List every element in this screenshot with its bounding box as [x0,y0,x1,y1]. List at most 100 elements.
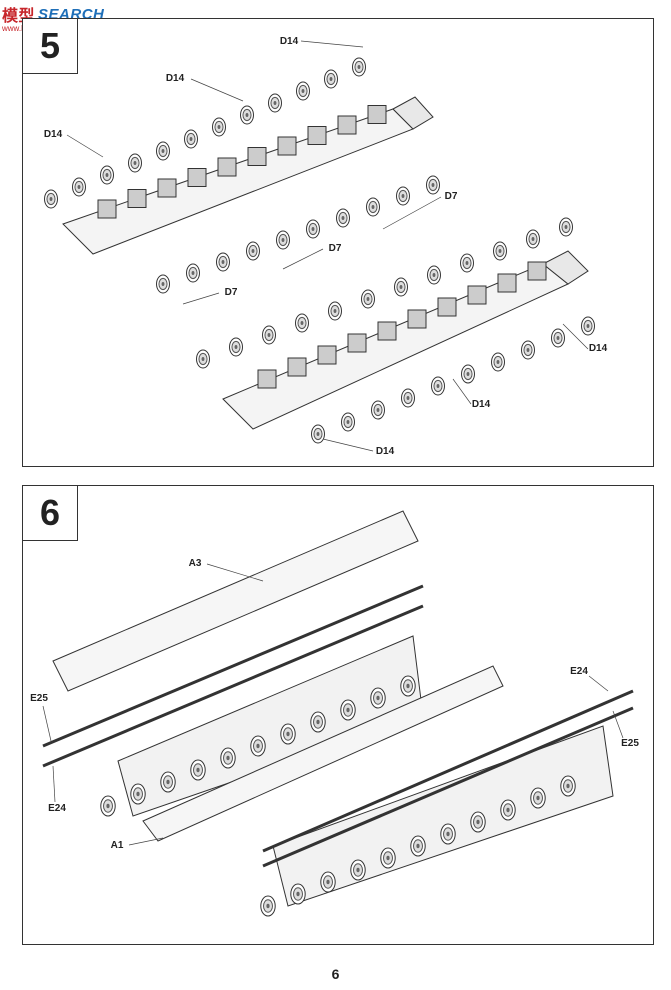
road-wheel [427,265,441,285]
suspension-bogie [287,357,307,377]
road-wheel [341,412,355,432]
label-d14-lower: D14 [472,399,491,410]
road-wheel [250,735,266,757]
road-wheel [280,723,296,745]
road-wheel [184,129,198,149]
road-wheel [361,289,375,309]
road-wheel [130,783,146,805]
suspension-bogie [337,115,357,135]
road-wheel [493,241,507,261]
road-wheel [371,400,385,420]
road-wheel [410,835,426,857]
road-wheel [336,208,350,228]
suspension-bogie [277,136,297,156]
road-wheel [380,847,396,869]
suspension-bogie [257,369,277,389]
label-e25-left: E25 [30,693,48,704]
road-wheel [306,219,320,239]
road-wheel [560,775,576,797]
leader-line [42,705,52,742]
road-wheel [212,117,226,137]
leader-line [382,196,442,230]
track-guide-e24-lower [262,689,634,853]
step-6-drawing [42,510,634,917]
leader-line [190,78,244,102]
hull-side-upper [62,108,414,255]
road-wheel [530,787,546,809]
road-wheel [156,274,170,294]
road-wheel [311,424,325,444]
leader-line [562,323,589,350]
hull-end-lower [542,250,589,285]
leader-line [66,134,104,158]
suspension-bogie [407,309,427,329]
road-wheel [100,165,114,185]
road-wheel [72,177,86,197]
label-d14-top: D14 [280,36,299,47]
step-5-drawing [44,40,595,452]
label-a1: A1 [111,840,124,851]
road-wheel [559,217,573,237]
road-wheel [160,771,176,793]
road-wheel [350,859,366,881]
road-wheel [268,93,282,113]
road-wheel [196,349,210,369]
road-wheel [260,895,276,917]
road-wheel [310,711,326,733]
label-e25-right: E25 [621,738,639,749]
leader-line [588,675,609,692]
road-wheel [156,141,170,161]
label-e24-left: E24 [48,803,66,814]
suspension-bogie [97,199,117,219]
road-wheel [400,675,416,697]
road-wheel [328,301,342,321]
road-wheel [431,376,445,396]
road-wheel [100,795,116,817]
suspension-bogie [317,345,337,365]
label-a3: A3 [189,558,202,569]
leader-line [128,837,164,846]
leader-line [322,438,374,452]
suspension-bogie [377,321,397,341]
leader-line [612,710,624,739]
side-plate-a3 [52,510,419,692]
label-d14-bottom: D14 [376,446,395,457]
label-d14-mid: D14 [166,73,185,84]
leader-line [300,40,364,48]
road-wheel [290,883,306,905]
side-plate-a1 [142,665,504,842]
road-wheel [394,277,408,297]
label-d7-left: D7 [225,287,238,298]
label-d14-left: D14 [44,129,63,140]
road-wheel [581,316,595,336]
suspension-bogie [157,178,177,198]
road-wheel [320,871,336,893]
suspension-bogie [307,126,327,145]
road-wheel [44,189,58,209]
road-wheel [500,799,516,821]
suspension-bogie [347,333,367,353]
leader-line [452,378,472,405]
road-wheel [551,328,565,348]
road-wheel [401,388,415,408]
leader-line [206,563,264,582]
label-d7-center: D7 [329,243,342,254]
road-wheel [295,313,309,333]
road-wheel [521,340,535,360]
label-e24-right: E24 [570,666,588,677]
road-wheel [324,69,338,89]
road-wheel [396,186,410,206]
suspension-bogie [367,105,387,124]
road-wheel [461,364,475,384]
suspension-bogie [217,157,237,177]
leader-line [282,248,324,270]
track-guide-e24-upper [42,604,424,768]
track-guide-e25-upper [42,584,424,748]
page-number: 6 [331,966,340,982]
road-wheel [470,811,486,833]
road-wheel [426,175,440,195]
